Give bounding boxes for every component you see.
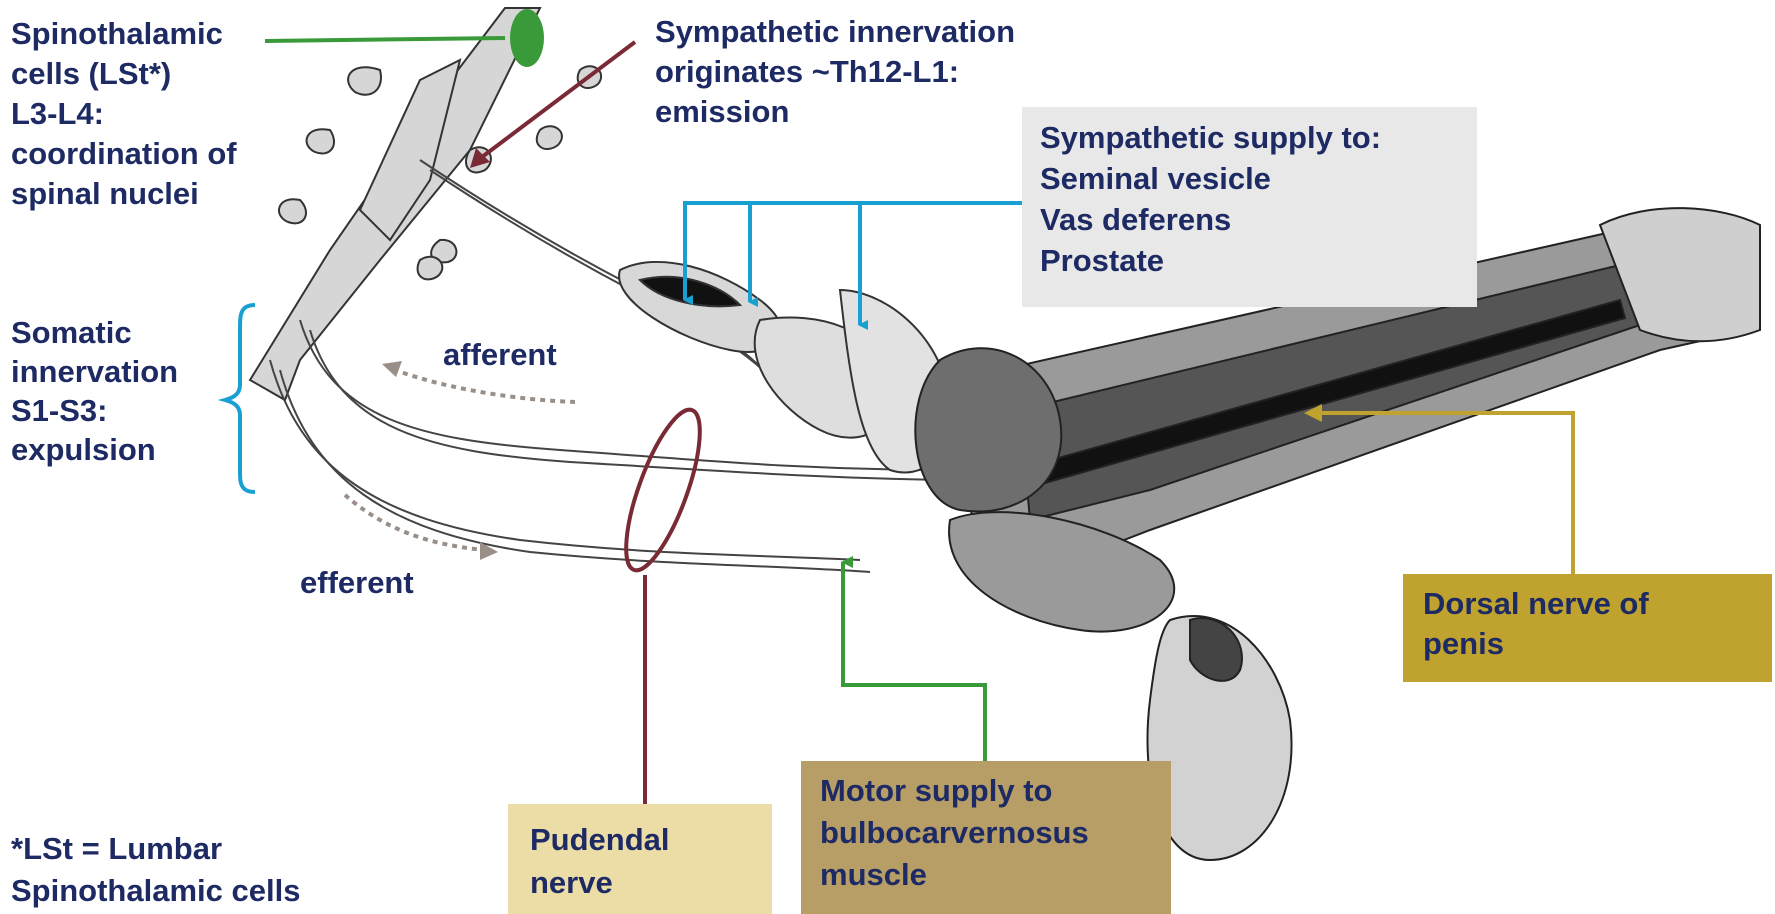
footnote: *LSt = Lumbar Spinothalamic cells	[11, 828, 300, 912]
sympathetic-supply-line-4: Prostate	[1040, 240, 1381, 281]
spinothalamic-line-3: L3-L4:	[11, 94, 237, 134]
efferent-label: efferent	[300, 563, 414, 603]
footnote-line-1: *LSt = Lumbar	[11, 828, 300, 870]
somatic-line-1: Somatic	[11, 313, 178, 352]
motor-supply-line-1: Motor supply to	[820, 770, 1089, 812]
pudendal-nerve-label: Pudendal nerve	[530, 818, 670, 904]
dorsal-nerve-line-1: Dorsal nerve of	[1423, 584, 1649, 624]
sympathetic-supply-line-3: Vas deferens	[1040, 199, 1381, 240]
somatic-line-3: S1-S3:	[11, 391, 178, 430]
spinothalamic-cells-marker	[510, 9, 544, 67]
sympathetic-supply-label: Sympathetic supply to: Seminal vesicle V…	[1040, 117, 1381, 281]
sympathetic-innervation-line-2: originates ~Th12-L1:	[655, 52, 1015, 92]
spinothalamic-line-5: spinal nuclei	[11, 174, 237, 214]
dorsal-nerve-line-2: penis	[1423, 624, 1649, 664]
spinothalamic-pointer-line	[265, 38, 505, 41]
somatic-line-2: innervation	[11, 352, 178, 391]
spinothalamic-line-4: coordination of	[11, 134, 237, 174]
afferent-label: afferent	[443, 335, 557, 375]
somatic-line-4: expulsion	[11, 430, 178, 469]
efferent-arrow	[345, 495, 498, 560]
somatic-bracket	[225, 305, 255, 492]
spinothalamic-label: Spinothalamic cells (LSt*) L3-L4: coordi…	[11, 14, 237, 214]
spinothalamic-line-1: Spinothalamic	[11, 14, 237, 54]
sympathetic-innervation-line-3: emission	[655, 92, 1015, 132]
pudendal-line-1: Pudendal	[530, 818, 670, 861]
motor-supply-line-2: bulbocarvernosus	[820, 812, 1089, 854]
somatic-label: Somatic innervation S1-S3: expulsion	[11, 313, 178, 469]
motor-supply-arrow	[843, 562, 985, 761]
sympathetic-supply-line-1: Sympathetic supply to:	[1040, 117, 1381, 158]
dorsal-nerve-label: Dorsal nerve of penis	[1423, 584, 1649, 664]
motor-supply-label: Motor supply to bulbocarvernosus muscle	[820, 770, 1089, 896]
organs-illustration	[619, 262, 950, 473]
motor-supply-line-3: muscle	[820, 854, 1089, 896]
sympathetic-innervation-line-1: Sympathetic innervation	[655, 12, 1015, 52]
spinothalamic-line-2: cells (LSt*)	[11, 54, 237, 94]
sympathetic-supply-line-2: Seminal vesicle	[1040, 158, 1381, 199]
footnote-line-2: Spinothalamic cells	[11, 870, 300, 912]
sympathetic-innervation-label: Sympathetic innervation originates ~Th12…	[655, 12, 1015, 132]
pudendal-line-2: nerve	[530, 861, 670, 904]
